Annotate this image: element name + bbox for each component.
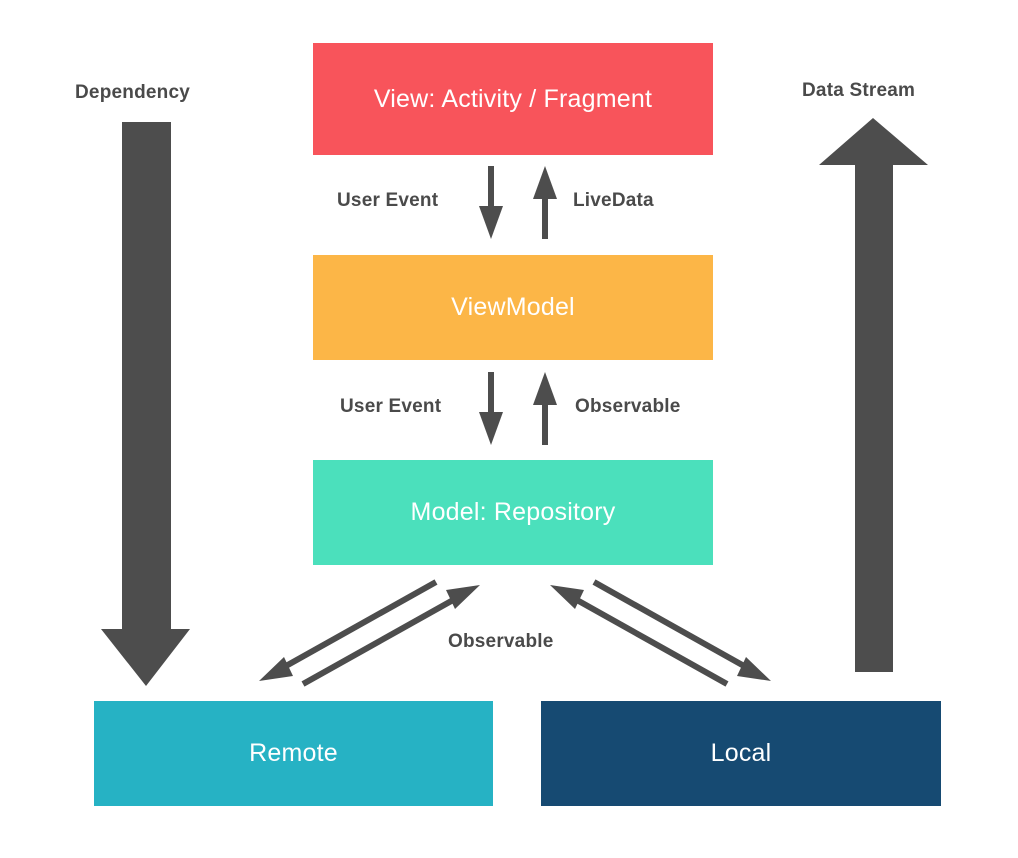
dependency-label: Dependency (75, 82, 190, 103)
node-view[interactable]: View: Activity / Fragment (313, 43, 713, 155)
dependency-arrow-icon (101, 122, 190, 686)
user-event-label-2: User Event (340, 396, 442, 417)
livedata-up-arrow-icon (533, 166, 557, 239)
observable-label-3: Observable (448, 631, 554, 652)
data-stream-label: Data Stream (802, 80, 916, 101)
livedata-label: LiveData (573, 190, 654, 211)
node-local[interactable]: Local (541, 701, 941, 806)
node-remote[interactable]: Remote (94, 701, 493, 806)
node-viewmodel-label: ViewModel (451, 293, 575, 321)
node-model-label: Model: Repository (410, 498, 616, 526)
node-viewmodel[interactable]: ViewModel (313, 255, 713, 360)
observable-up-arrow-icon (533, 372, 557, 445)
user-event-down-arrow-2-icon (479, 372, 503, 445)
model-to-local-arrow-icon (592, 579, 771, 681)
data-stream-arrow-icon (819, 118, 928, 672)
user-event-label-1: User Event (337, 190, 439, 211)
local-to-model-arrow-icon (550, 585, 729, 687)
node-local-label: Local (710, 739, 772, 767)
user-event-down-arrow-1-icon (479, 166, 503, 239)
observable-label-2: Observable (575, 396, 681, 417)
model-to-remote-arrow-icon (259, 579, 438, 681)
node-model[interactable]: Model: Repository (313, 460, 713, 565)
node-view-label: View: Activity / Fragment (373, 84, 653, 113)
node-remote-label: Remote (249, 739, 338, 767)
